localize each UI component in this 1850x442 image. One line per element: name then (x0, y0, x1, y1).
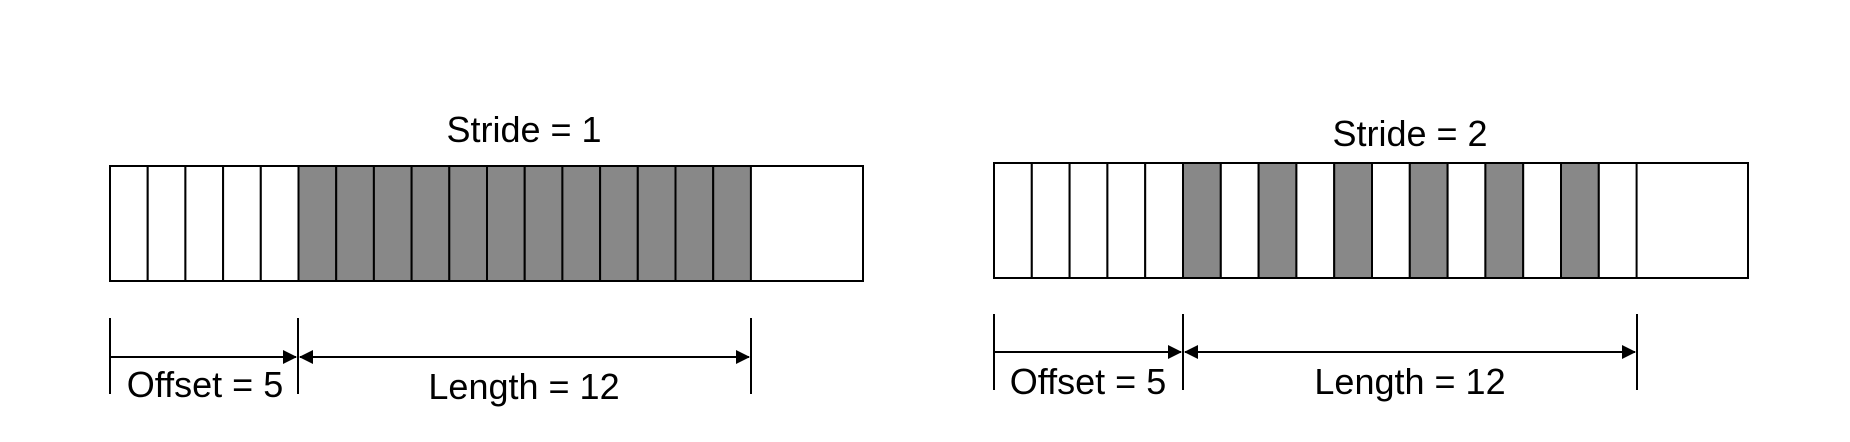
memory-cell-selected (1560, 162, 1600, 279)
memory-cell-selected (410, 165, 451, 282)
memory-cells (109, 165, 864, 282)
memory-cell-selected (448, 165, 488, 282)
memory-cell-selected (1484, 162, 1525, 279)
dimension-annotations: Offset = 5 Length = 12 (109, 318, 752, 407)
memory-cell-selected (1182, 162, 1222, 279)
memory-cell-selected (599, 165, 639, 282)
dimension-annotations: Offset = 5 Length = 12 (993, 314, 1638, 402)
memory-cell-selected (335, 165, 375, 282)
memory-cell (1371, 162, 1411, 279)
memory-cells (993, 162, 1749, 279)
memory-cell-selected (636, 165, 677, 282)
memory-cell-selected (486, 165, 526, 282)
length-label: Length = 12 (428, 366, 619, 407)
memory-cell (1068, 162, 1109, 279)
panel-stride-2: Stride = 2 Offset = 5 Length = 12 (993, 113, 1749, 402)
memory-cell (1219, 162, 1260, 279)
memory-cell (1030, 162, 1071, 279)
memory-cell (1106, 162, 1147, 279)
memory-cell (1446, 162, 1487, 279)
memory-cell (222, 165, 262, 282)
memory-cell (1144, 162, 1184, 279)
memory-cell (184, 165, 225, 282)
memory-cell-selected (1333, 162, 1373, 279)
memory-cell-selected (372, 165, 413, 282)
offset-label: Offset = 5 (1010, 361, 1166, 402)
panel-title: Stride = 1 (446, 109, 601, 150)
memory-cell-selected (523, 165, 564, 282)
memory-cell (146, 165, 187, 282)
memory-cell-selected (297, 165, 338, 282)
length-label: Length = 12 (1314, 361, 1505, 402)
panel-title: Stride = 2 (1332, 113, 1487, 154)
offset-label: Offset = 5 (127, 364, 283, 405)
panel-stride-1: Stride = 1 Offset = 5 Length = 12 (109, 109, 864, 407)
memory-cell (259, 165, 300, 282)
memory-cell-selected (1408, 162, 1449, 279)
memory-cell (109, 165, 149, 282)
memory-cell-selected (1257, 162, 1298, 279)
memory-cell-selected (674, 165, 715, 282)
memory-cell (1295, 162, 1336, 279)
memory-cell (1522, 162, 1562, 279)
memory-cell-selected (712, 165, 752, 282)
memory-cell (1597, 162, 1638, 279)
memory-cell-selected (561, 165, 602, 282)
memory-cell (993, 162, 1033, 279)
